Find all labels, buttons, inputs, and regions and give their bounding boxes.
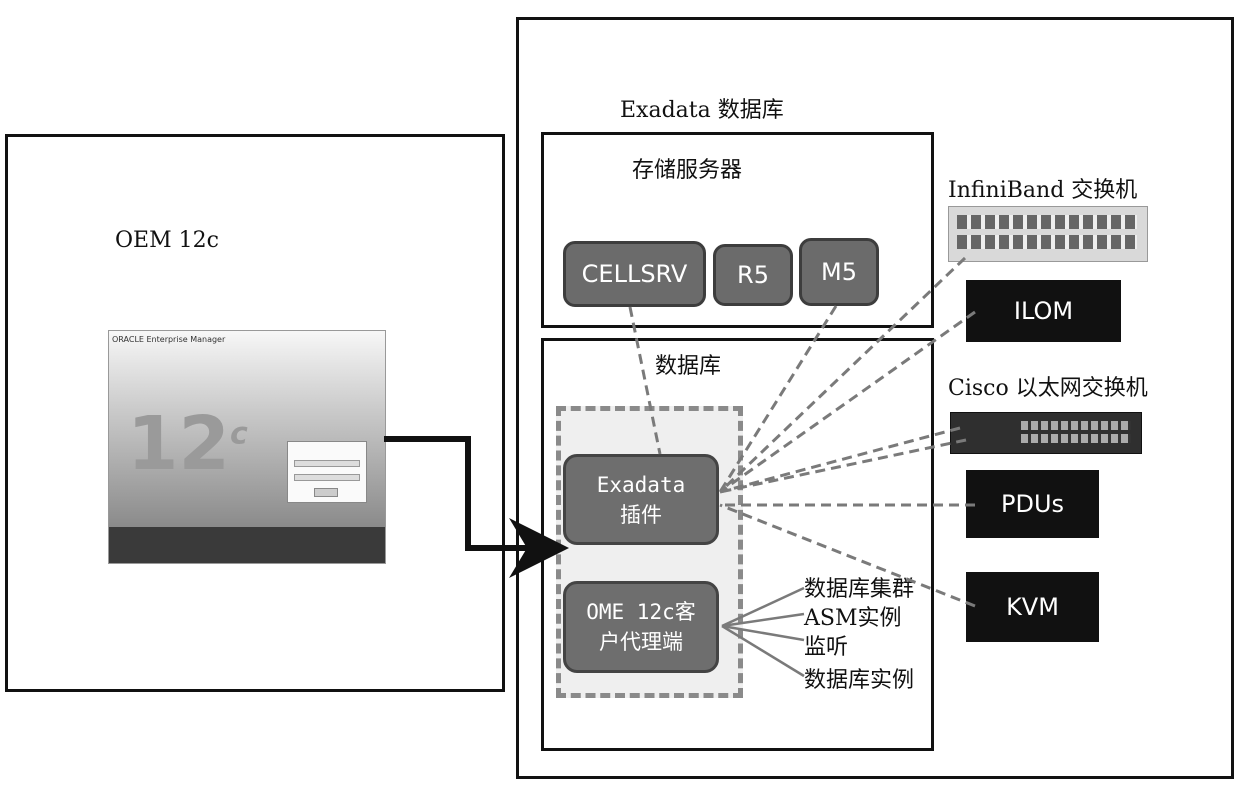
target-asm-instance: ASM实例	[804, 606, 902, 631]
oem-agent: OME 12c客 户代理端	[563, 581, 719, 673]
link-target-listener	[721, 624, 805, 642]
screenshot-footer	[109, 527, 385, 563]
r5-component: R5	[713, 244, 793, 306]
exadata-container	[516, 17, 1234, 779]
cellsrv-component: CELLSRV	[563, 241, 706, 307]
storage-server-title: 存储服务器	[632, 158, 743, 183]
link-target-instance	[721, 624, 805, 678]
storage-server-box	[541, 132, 934, 328]
pdus-box: PDUs	[966, 470, 1099, 538]
exadata-plugin: Exadata 插件	[563, 454, 719, 545]
link-cisco-1	[719, 426, 961, 494]
link-ilom	[719, 310, 976, 494]
login-form-thumbnail	[287, 441, 367, 503]
link-infiniband	[718, 256, 967, 494]
link-cisco-2	[719, 438, 967, 494]
agent-line2: 户代理端	[599, 630, 683, 654]
plugin-line1: Exadata	[596, 472, 686, 497]
oem-to-agent-arrow	[384, 436, 569, 578]
agent-line1: OME 12c客	[586, 600, 696, 624]
oem-login-screenshot: ORACLE Enterprise Manager 12c	[108, 330, 386, 564]
link-target-asm	[721, 612, 805, 628]
infiniband-switch-icon	[948, 206, 1148, 262]
link-kvm	[719, 503, 976, 608]
infiniband-label: InfiniBand 交换机	[948, 178, 1138, 203]
exadata-title: Exadata 数据库	[620, 98, 784, 123]
link-cellsrv	[628, 306, 662, 455]
target-db-cluster: 数据库集群	[804, 577, 915, 602]
target-listener: 监听	[804, 635, 849, 660]
ilom-box: ILOM	[966, 280, 1121, 342]
oracle-brand-logo: ORACLE Enterprise Manager	[112, 335, 226, 344]
oem-container	[5, 134, 505, 692]
link-target-cluster	[721, 586, 805, 628]
database-title: 数据库	[655, 354, 722, 379]
oem-label: OEM 12c	[115, 228, 219, 253]
m5-component: M5	[799, 238, 879, 306]
cisco-label: Cisco 以太网交换机	[948, 376, 1148, 401]
target-db-instance: 数据库实例	[804, 668, 915, 693]
kvm-box: KVM	[966, 572, 1099, 642]
link-m5	[718, 305, 838, 493]
cisco-switch-icon	[950, 412, 1142, 454]
version-mark-12c: 12c	[127, 401, 248, 487]
plugin-line2: 插件	[620, 502, 662, 527]
